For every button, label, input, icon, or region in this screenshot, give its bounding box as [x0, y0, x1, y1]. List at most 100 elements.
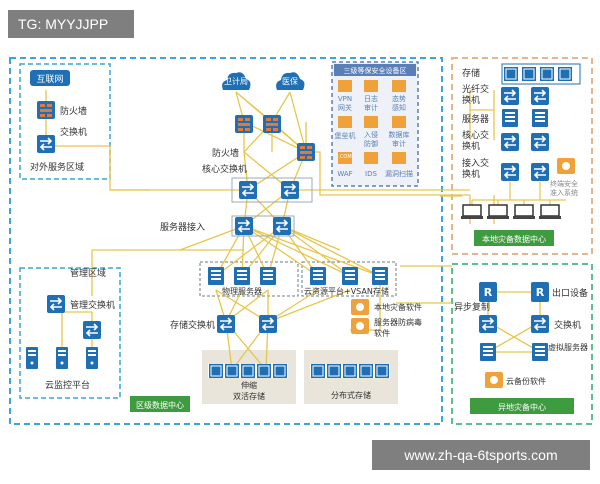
- physical-server-icon-3: [260, 267, 276, 285]
- fiber-switch-icon-1: [500, 86, 520, 106]
- terminal-pc-icon-4: [538, 204, 562, 220]
- access-switch-icon-1: [500, 162, 520, 182]
- local-core-switch-icon-2: [530, 132, 550, 152]
- core-switch-stack: [231, 177, 313, 203]
- remote-switch-icon-2: [530, 314, 550, 334]
- stretch-disk-icon-1: [208, 363, 224, 379]
- virtual-servers-label: 虚拟服务器: [548, 342, 588, 352]
- local-core-switch-label-1: 核心交: [462, 129, 489, 141]
- virtual-server-icon-2: [532, 343, 548, 361]
- remote-router-icon-2: [531, 282, 549, 302]
- server-access-switch-icon-1: [234, 216, 254, 236]
- server-access-stack: [231, 215, 295, 237]
- terminal-security-icon: [557, 158, 575, 174]
- antivirus-software-label-2: 软件: [374, 328, 390, 338]
- regional-dc-frame: [9, 57, 443, 425]
- terminal-security-label-2: 准入系统: [550, 188, 578, 197]
- watermark-top: TG: MYYJJPP: [8, 10, 134, 38]
- remote-router-icon-1: [479, 282, 497, 302]
- vuln-scan-icon: [392, 152, 406, 164]
- core-firewall-icon-3: [297, 143, 315, 161]
- fiber-switch-label-1: 光纤交: [462, 83, 489, 95]
- local-disk-icon-3: [539, 66, 555, 82]
- monitor-server-icon-1: [26, 347, 38, 369]
- core-firewall-icon-2: [263, 115, 281, 133]
- db-audit-icon: [392, 116, 406, 128]
- remote-switch-icon-1: [478, 314, 498, 334]
- level3-title: 三级等保安全设备区: [344, 66, 407, 75]
- mgmt-switch-icon: [46, 294, 66, 314]
- bastion-label: 堡垒机: [335, 131, 356, 140]
- local-server-icon-1: [502, 109, 518, 127]
- vsan-server-icon-2: [342, 267, 358, 285]
- vsan-server-icon-3: [372, 267, 388, 285]
- mgmt-switch-label: 管理交换机: [70, 299, 115, 311]
- dmz-frame: [19, 63, 111, 180]
- situation-label-1: 态势: [392, 94, 406, 103]
- antivirus-software-icon: [351, 318, 369, 334]
- health-bureau-label: 卫计局: [224, 76, 248, 86]
- vsan-platform-label: 云资源平台+VSAN存储: [304, 286, 389, 296]
- physical-server-icon-1: [208, 267, 224, 285]
- local-access-links: [471, 182, 566, 206]
- storage-switch-icon-1: [216, 314, 236, 334]
- watermark-bottom: www.zh-qa-6tsports.com: [372, 440, 590, 470]
- local-storage-label: 存储: [462, 67, 480, 79]
- physical-servers-frame: [199, 261, 299, 297]
- core-switch-icon-2: [280, 180, 300, 200]
- async-copy-label: 异步复制: [454, 301, 490, 313]
- vuln-label: 漏洞扫描: [385, 169, 413, 178]
- regional-dc-label: 区级数据中心: [136, 400, 184, 410]
- local-backup-software-label: 本地灾备软件: [374, 302, 422, 312]
- cloud-backup-label: 云备份软件: [506, 376, 546, 386]
- ids-label: IDS: [365, 170, 377, 178]
- antivirus-software-label-1: 服务器防病毒: [374, 317, 422, 327]
- situation-label-2: 感知: [392, 103, 406, 112]
- distributed-disk-icon-3: [342, 363, 358, 379]
- fiber-switch-label-2: 换机: [462, 94, 480, 106]
- remote-dc-badge: [470, 398, 574, 414]
- vsan-server-icon-1: [310, 267, 326, 285]
- security-device-icons: [338, 80, 406, 164]
- ids-prevent-label-1: 入侵: [364, 130, 378, 139]
- distributed-disk-icon-2: [326, 363, 342, 379]
- local-disk-icon-2: [521, 66, 537, 82]
- stretch-disk-icon-4: [256, 363, 272, 379]
- fiber-switch-icon-2: [530, 86, 550, 106]
- terminal-security-label-1: 终端安全: [550, 179, 578, 188]
- dmz-firewall-label: 防火墙: [60, 105, 87, 117]
- stretch-disk-icon-5: [272, 363, 288, 379]
- distributed-disk-icon-1: [310, 363, 326, 379]
- vpn-label-2: 网关: [338, 103, 352, 112]
- situation-awareness-icon: [392, 80, 406, 92]
- stretch-label-1: 伸缩: [241, 380, 257, 390]
- com-label: .COM: [338, 154, 351, 160]
- stretch-disk-icon-3: [240, 363, 256, 379]
- distributed-disk-icon-5: [374, 363, 390, 379]
- storage-switch-icon-2: [258, 314, 278, 334]
- dmz-switch-icon: [36, 134, 56, 154]
- distributed-storage-label: 分布式存储: [331, 390, 371, 400]
- local-core-switch-label-2: 换机: [462, 140, 480, 152]
- db-audit-label-1: 数据库: [389, 130, 410, 139]
- log-label-1: 日志: [364, 94, 378, 103]
- access-switch-label-1: 接入交: [462, 157, 489, 169]
- remote-dc-frame: [451, 263, 593, 425]
- regional-dc-badge: [130, 396, 190, 412]
- local-dc-label: 本地灾备数据中心: [482, 234, 546, 244]
- vpn-label-1: VPN: [338, 95, 352, 103]
- waf-label: WAF: [337, 170, 352, 178]
- local-dc-badge: [474, 230, 554, 246]
- storage-switch-label: 存储交换机: [170, 319, 215, 331]
- mgmt-zone-label: 管理区域: [70, 267, 106, 279]
- vsan-frame: [301, 261, 397, 297]
- virtual-server-icon-1: [480, 343, 496, 361]
- internet-label: 互联网: [36, 74, 63, 85]
- dmz-zone-label: 对外服务区域: [30, 161, 84, 173]
- access-switch-label-2: 换机: [462, 168, 480, 180]
- cloud-backup-icon: [485, 372, 503, 388]
- bastion-icon: [338, 116, 352, 128]
- local-core-switch-icon-1: [500, 132, 520, 152]
